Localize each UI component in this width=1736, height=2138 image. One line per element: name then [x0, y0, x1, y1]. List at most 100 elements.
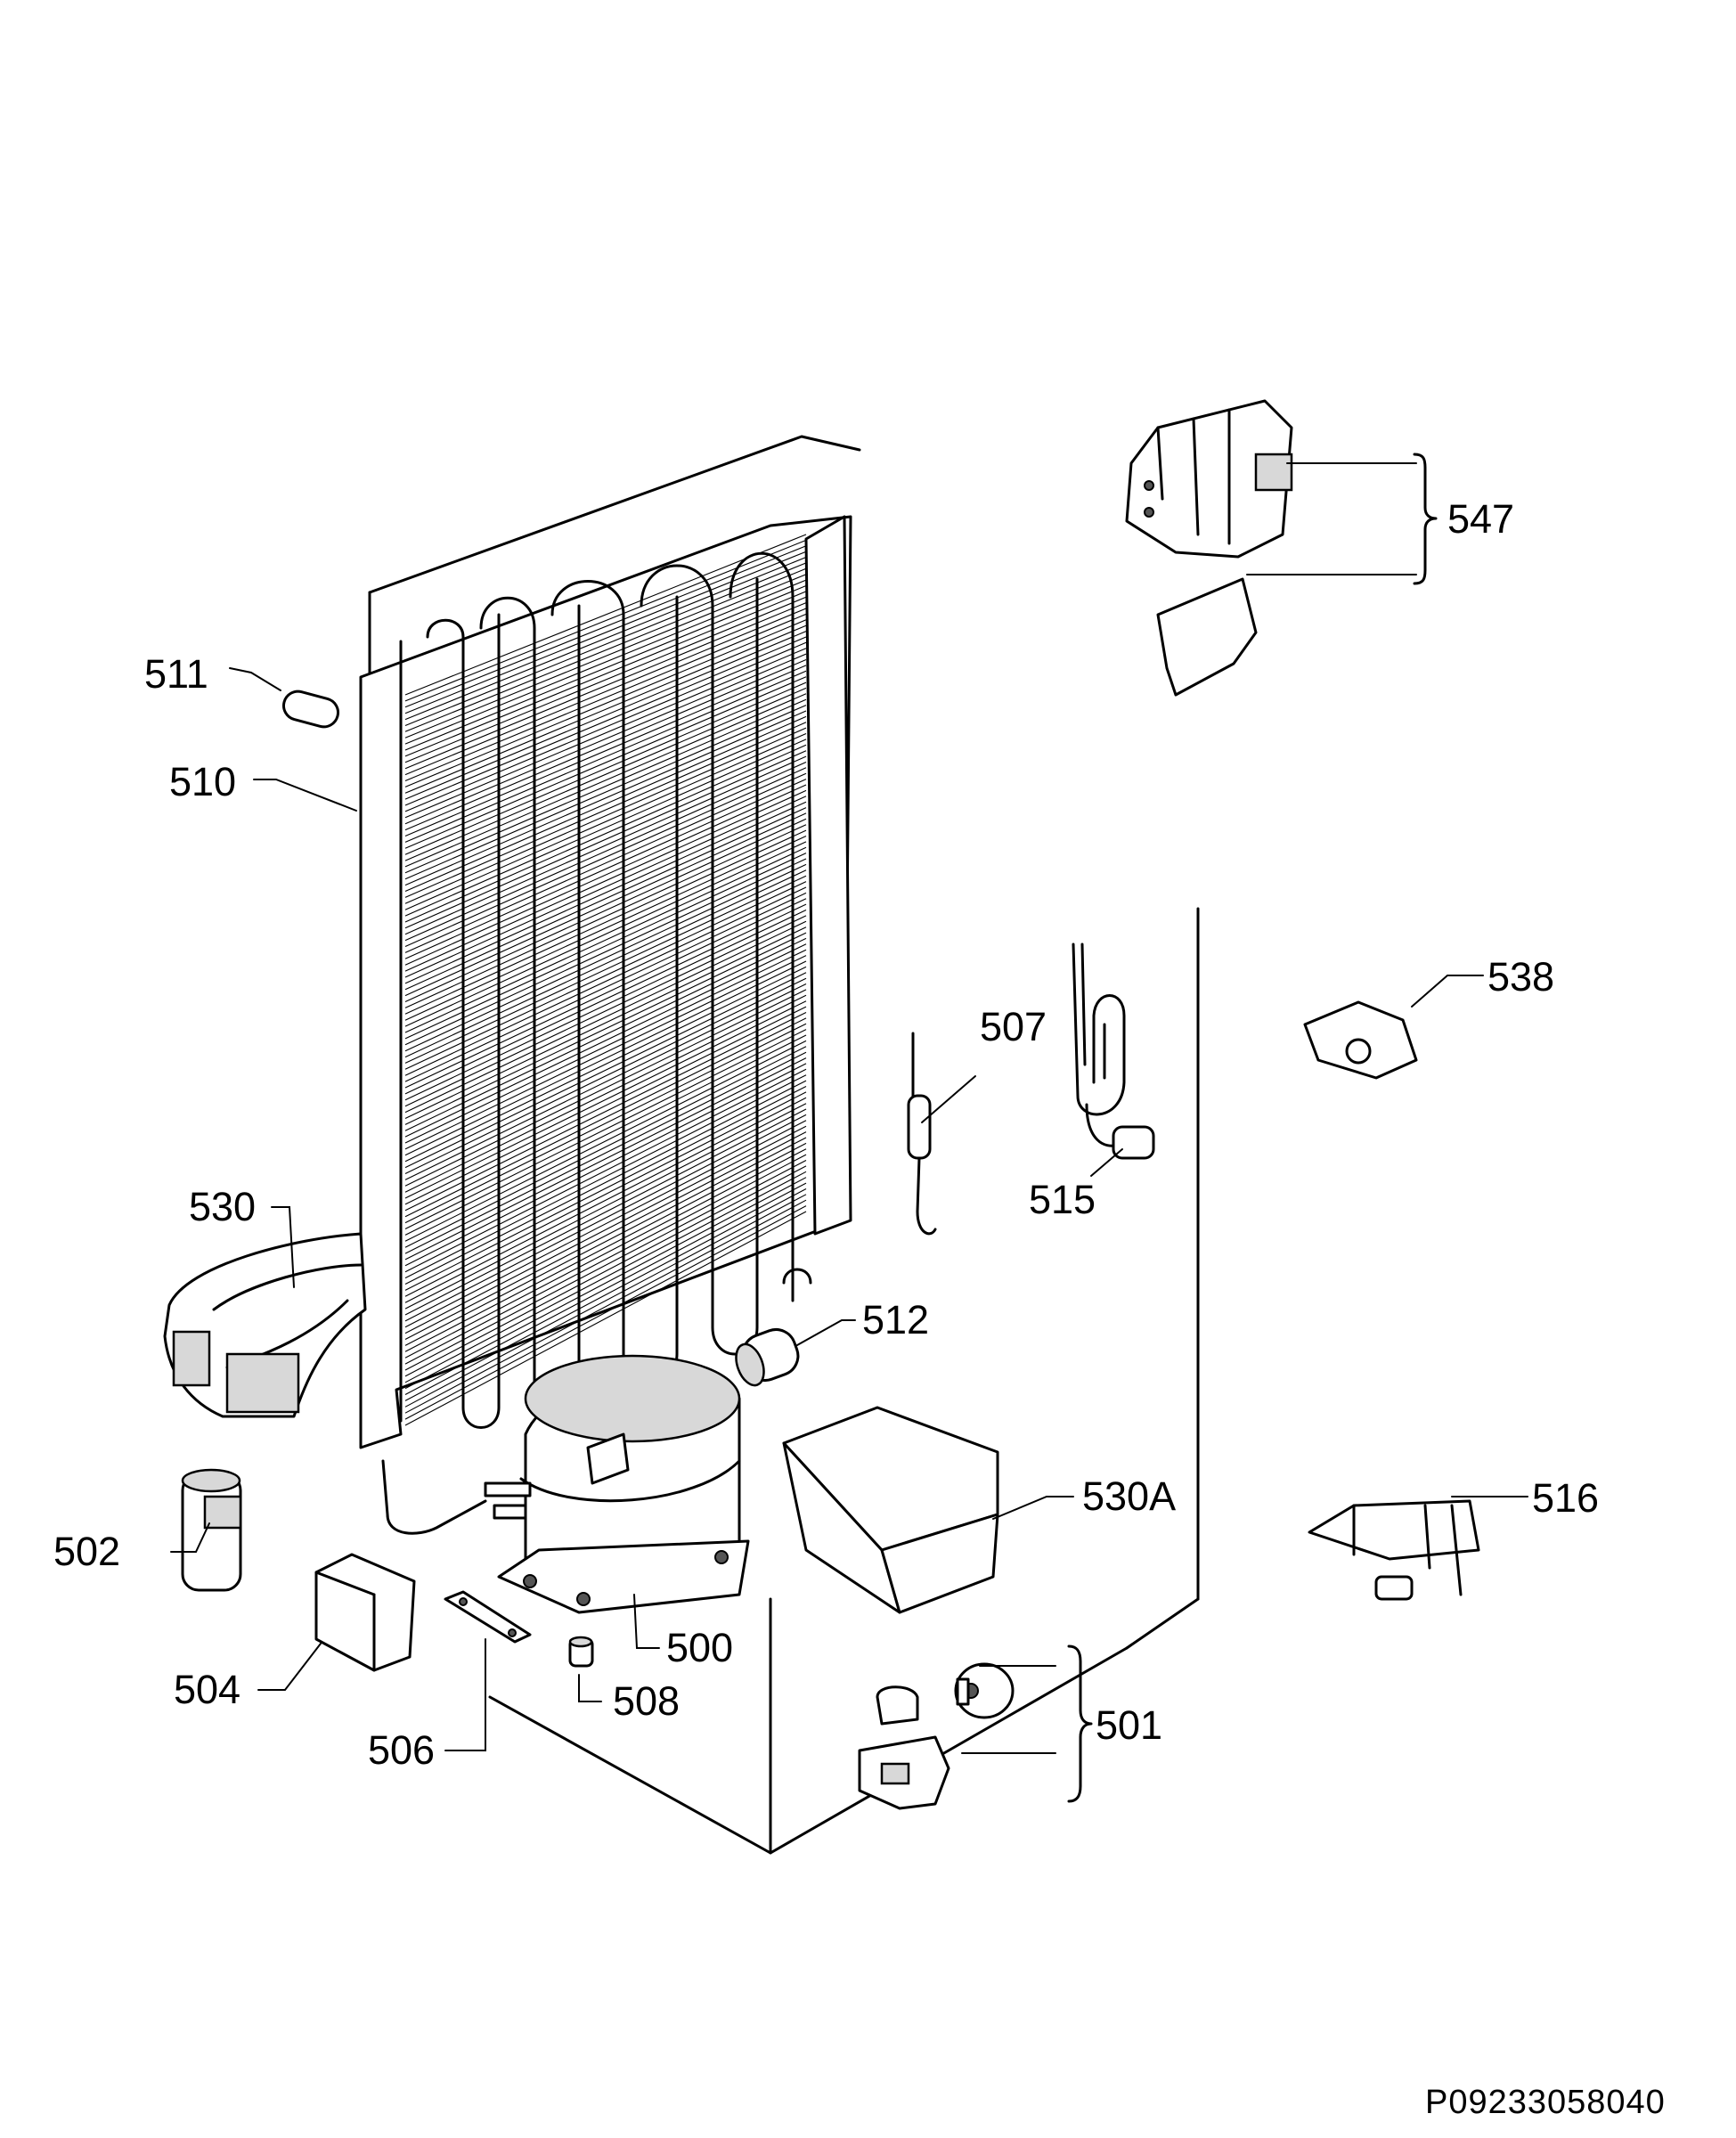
fin-line [404, 693, 807, 868]
callout-506: 506 [368, 1727, 435, 1773]
fin-line [404, 789, 807, 972]
fin-line [404, 903, 807, 1095]
fin-line [404, 602, 807, 770]
drip-tray [163, 1232, 367, 1418]
fin-line [404, 1165, 807, 1377]
filter-dryer [907, 1032, 937, 1236]
fin-line [404, 1040, 807, 1242]
fin-line [404, 886, 807, 1076]
callout-516: 516 [1532, 1475, 1599, 1521]
fin-line [404, 869, 807, 1058]
compressor-cover-box [782, 1406, 999, 1614]
compressor [484, 1354, 750, 1614]
callout-512: 512 [862, 1297, 929, 1342]
fin-line [404, 863, 807, 1052]
callout-504: 504 [174, 1667, 240, 1712]
fin-line [404, 779, 807, 959]
condenser-tube-clip [282, 690, 339, 729]
fin-line [404, 989, 807, 1187]
fin-line [404, 739, 807, 917]
fin-line [404, 846, 807, 1033]
fin-line [404, 681, 807, 855]
relay-cover [314, 1553, 416, 1672]
fin-line [404, 1125, 807, 1334]
mounting-bracket [444, 1590, 532, 1644]
fin-line [404, 1012, 807, 1212]
fin-line [404, 1137, 807, 1346]
fin-line [404, 1086, 807, 1291]
fin-line [404, 551, 807, 714]
fin-line [404, 1160, 807, 1371]
fin-line [404, 955, 807, 1150]
fin-line [404, 784, 807, 966]
fin-line [404, 767, 807, 948]
fin-line [404, 567, 807, 732]
fin-line [404, 1148, 807, 1359]
fin-line [404, 722, 807, 898]
fin-line [404, 1177, 807, 1390]
fin-line [404, 910, 807, 1101]
fin-line [404, 1017, 807, 1218]
lamp-holder [1308, 1499, 1480, 1601]
fin-line [404, 665, 807, 837]
fin-line [404, 631, 807, 800]
tube-sleeve [735, 1328, 800, 1387]
fin-line [404, 1108, 807, 1316]
fin-line [404, 966, 807, 1163]
fin-line [404, 1000, 807, 1199]
callout-538: 538 [1487, 954, 1554, 1000]
fin-line [404, 761, 807, 942]
fin-line [404, 812, 807, 997]
fin-line [404, 977, 807, 1174]
fin-line [404, 994, 807, 1193]
fin-line [404, 1142, 807, 1352]
fin-line [404, 591, 807, 757]
fin-line [404, 1034, 807, 1236]
fin-line [404, 744, 807, 923]
fin-line [404, 755, 807, 935]
callout-508: 508 [613, 1678, 680, 1724]
fin-line [404, 584, 807, 751]
fin-line [404, 653, 807, 825]
callout-507: 507 [980, 1004, 1047, 1049]
callout-547: 547 [1447, 496, 1514, 542]
cable-clip [1303, 1000, 1418, 1080]
group-braces [1067, 453, 1438, 1803]
fin-line [404, 972, 807, 1169]
callout-501: 501 [1096, 1702, 1162, 1748]
fin-line [404, 1006, 807, 1205]
fin-line [404, 937, 807, 1131]
fin-line [404, 579, 807, 745]
fin-line [404, 1051, 807, 1254]
fin-line [404, 1046, 807, 1248]
fin-line [404, 1199, 807, 1414]
fin-line [404, 596, 807, 763]
fin-line [404, 920, 807, 1114]
fin-line [404, 1211, 807, 1426]
fin-line [404, 881, 807, 1070]
fin-line [404, 1194, 807, 1408]
fin-line [404, 1120, 807, 1328]
callout-515: 515 [1029, 1177, 1096, 1222]
fin-line [404, 1182, 807, 1395]
power-cord [1072, 943, 1155, 1160]
fin-line [404, 1057, 807, 1261]
fin-line [404, 641, 807, 812]
callout-510: 510 [169, 759, 236, 804]
fin-line [404, 960, 807, 1156]
fin-line [404, 1171, 807, 1383]
fin-line [404, 949, 807, 1144]
fin-line [404, 926, 807, 1119]
fin-line [404, 824, 807, 1008]
fin-line [404, 648, 807, 819]
condenser [359, 515, 852, 1535]
fin-line [404, 1063, 807, 1267]
fin-line [404, 943, 807, 1138]
callout-502: 502 [53, 1529, 120, 1574]
fin-line [404, 705, 807, 880]
fin-line [404, 534, 807, 696]
fin-line [404, 624, 807, 794]
grommet-nut [568, 1636, 594, 1668]
fin-line [404, 1068, 807, 1273]
